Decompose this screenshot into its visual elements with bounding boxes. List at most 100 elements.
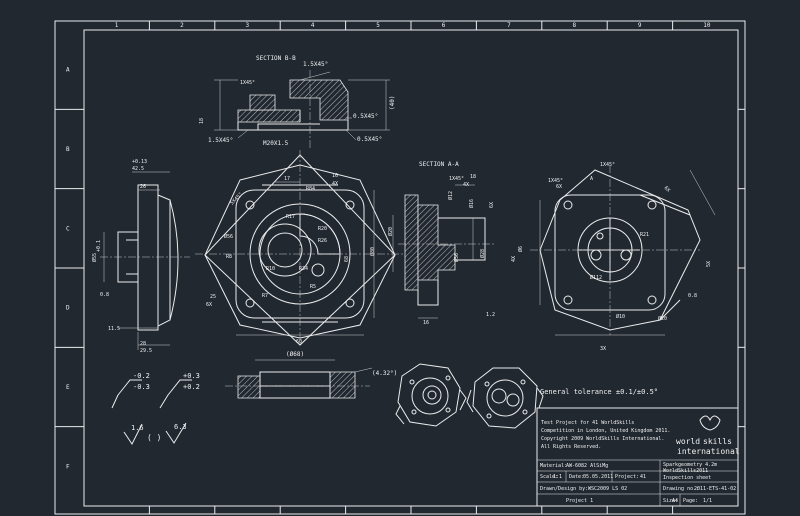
section-aa-bottom-dim: 16 [423, 320, 429, 326]
dimension-label: Ø28 [479, 249, 486, 258]
lower-width-label: (Ø68) [286, 351, 304, 358]
left-dim-label: 18 [199, 118, 205, 124]
dimension-label: 1X45° [600, 162, 615, 168]
zone-col-label: 8 [573, 22, 577, 29]
lower-section: (Ø68) (4.32°) [225, 351, 397, 399]
drawn-value: WSC2009 LS 02 [588, 486, 627, 492]
zone-col-label: 1 [115, 22, 119, 29]
right-meta-3: Inspection sheet [663, 475, 711, 481]
dimension-label: Ø16 [468, 199, 475, 208]
section-bb-title: SECTION B-B [256, 55, 296, 62]
note-line-1: Test Project for 41 WorldSkills [541, 420, 634, 426]
dimension-label: R34 [299, 266, 308, 272]
dimension-label: R7 [262, 293, 268, 299]
zone-row-label: D [66, 305, 70, 312]
dimension-label: +0.13 [132, 159, 147, 165]
dimension-label: 1X45° [548, 178, 563, 184]
zone-row-label: B [66, 146, 70, 153]
chamfer-left-top-label: 1X45° [240, 80, 255, 86]
dimension-label: R21 [640, 232, 649, 238]
dimension-label: Ø112 [590, 274, 602, 281]
zone-row-label: F [66, 463, 70, 470]
dimension-label: Ø55 [91, 253, 98, 262]
tolerance-symbols: -0.2 -0.3 +0.3 +0.2 1.6 6.3 ( ) [111, 372, 200, 445]
sym-lower-a: -0.3 [133, 383, 150, 391]
title-block: Test Project for 41 WorldSkills Competit… [536, 407, 740, 507]
dimension-label: 6X [206, 302, 212, 308]
zone-row-label: C [66, 225, 70, 232]
dimension-label: Ø56 [453, 253, 460, 262]
dimension-label: 25 [210, 294, 216, 300]
dimension-label: R5 [310, 284, 316, 290]
dimension-label: Ø20 [387, 227, 394, 236]
zone-col-label: 5 [376, 22, 380, 29]
zone-col-label: 3 [246, 22, 250, 29]
project-value: 41 [640, 474, 646, 480]
dimension-label: 42.5 [132, 166, 144, 172]
dimension-label: R20 [318, 226, 327, 232]
dimension-label: 6X [489, 202, 495, 208]
worldskills-logo: world skills international [676, 415, 740, 456]
zone-ticks [55, 21, 745, 514]
rough-2: 6.3 [174, 423, 187, 431]
section-bb-body-left [237, 109, 301, 123]
dimension-label: Ø12 [447, 191, 454, 200]
scale-label: Scale: [540, 474, 558, 480]
right-meta-2: WorldSkills2011 [663, 468, 708, 474]
right-meta-1: Sparkgeometry 4.2m [663, 462, 717, 468]
section-bb-body-top [249, 94, 276, 111]
dimension-label: 17 [284, 176, 290, 182]
front-dims-group: 5X45°17R84164XR17R20R26Ø56R8R34R5R768Ø80… [206, 173, 376, 345]
dimension-label: Ø56 [224, 233, 233, 240]
size-label: Size: [663, 498, 678, 504]
section-aa-flange [404, 194, 419, 291]
general-tolerance-note: General tolerance ±0.1/±0.5° [540, 388, 658, 396]
front-view: 5X45°17R84164XR17R20R26Ø56R8R34R5R768Ø80… [195, 150, 405, 346]
date-value: 05.05.2011 [583, 474, 613, 480]
size-value: A4 [672, 498, 678, 504]
dimension-label: R8 [226, 254, 232, 260]
chamfer-right-2-label: 0.5X45° [357, 136, 382, 143]
rough-paren: ( ) [147, 433, 161, 442]
dimension-label: Ø80 [369, 247, 376, 256]
sym-upper-b: +0.3 [183, 372, 200, 380]
dimension-label: 5X [706, 261, 712, 267]
scale-value: 1:1 [553, 474, 562, 480]
logo-skills: skills [703, 437, 732, 446]
project-label: Project: [615, 474, 639, 480]
note-line-3: Copyright 2009 WorldSkills International… [541, 436, 664, 442]
note-line-4: All Rights Reserved. [541, 444, 601, 450]
lower-chamfer-label: (4.32°) [372, 370, 397, 377]
dimension-label: A [590, 176, 593, 182]
zone-col-label: 6 [442, 22, 446, 29]
section-bb-body-right [289, 79, 349, 121]
lower-section-left-flange [237, 375, 261, 399]
page-label: Page: [683, 498, 698, 504]
dimension-label: 6X [556, 184, 562, 190]
page-value: 1/1 [703, 498, 712, 504]
height-dim-label: (40) [389, 96, 396, 110]
dimension-label: 0.8 [688, 293, 697, 299]
dimension-label: R17 [286, 214, 295, 220]
dimension-label: 4X [511, 256, 517, 262]
dimension-label: 11.5 [108, 326, 120, 332]
dimension-label: 16 [332, 173, 338, 179]
drawing-no-label: Drawing no.: [663, 486, 699, 492]
zone-col-label: 4 [311, 22, 315, 29]
dimension-label: 18 [470, 174, 476, 180]
section-bb: SECTION B-B 1.5X45° 1X45° 1.5X45° M20X1.… [199, 55, 396, 150]
material-label: Material: [540, 463, 567, 469]
chamfer-right-1-label: 0.5X45° [353, 113, 378, 120]
zone-col-label: 2 [180, 22, 184, 29]
zone-row-label: E [66, 384, 70, 391]
dimension-label: 3X [600, 346, 606, 352]
dimension-label: 28 [140, 341, 146, 347]
dimension-label: 1.2 [486, 312, 495, 318]
note-line-2: Competition in London, United Kingdom 20… [541, 428, 670, 434]
chamfer-bottom-left-label: 1.5X45° [208, 137, 233, 144]
drawn-label: Drawn/Design by: [540, 486, 588, 492]
